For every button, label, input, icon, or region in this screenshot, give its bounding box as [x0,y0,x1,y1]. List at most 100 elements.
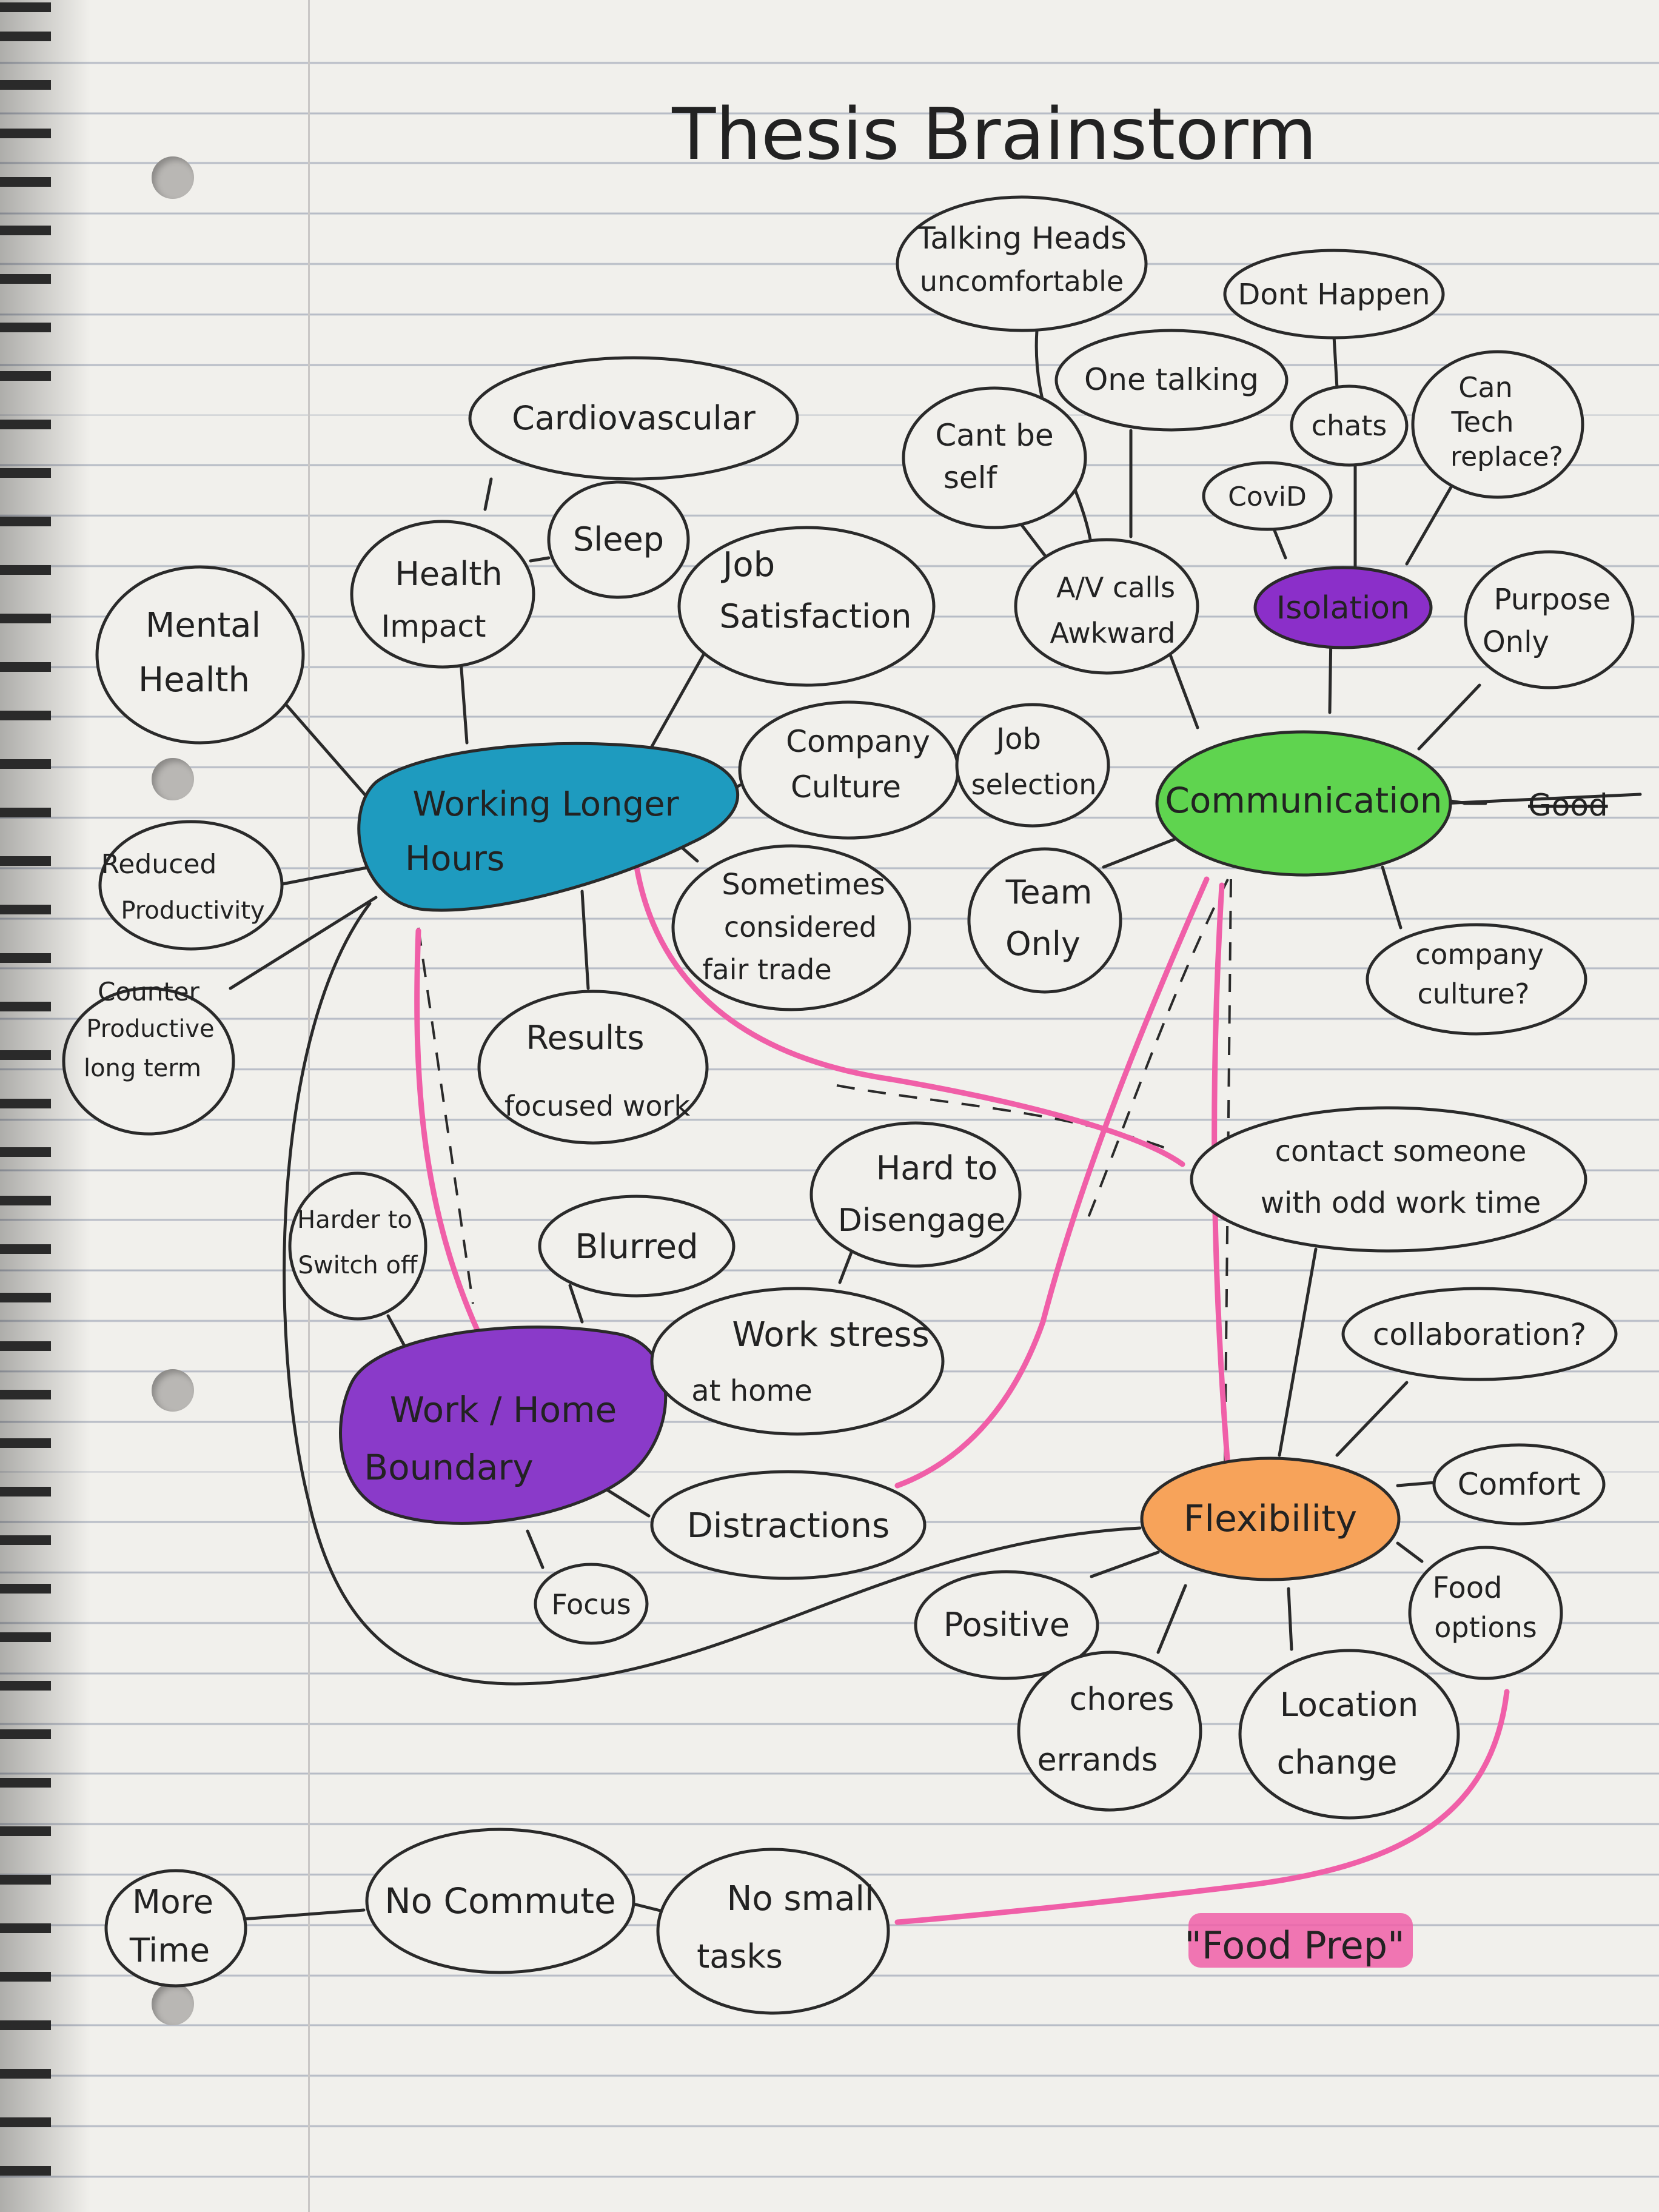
node-label: Work stress [732,1315,929,1355]
node-label: tasks [697,1937,783,1976]
node-cardiovascular: Cardiovascular [470,358,797,479]
node-label: selection [971,768,1097,801]
node-sleep: Sleep [549,482,688,597]
node-label: Reduced [101,849,217,880]
connector [570,1285,582,1322]
node-shape [1466,552,1633,688]
node-label: Mental [146,606,261,645]
node-label: Distractions [687,1506,890,1546]
node-chores-errands: chores errands [1019,1652,1201,1810]
node-label: Hard to [876,1149,998,1187]
connector [285,703,370,800]
node-shape [652,1289,943,1434]
node-hard-to-disengage: Hard to Disengage [811,1123,1020,1266]
node-label: Food [1432,1571,1502,1605]
node-label: focused work [504,1090,691,1122]
node-team-only: Team Only [969,849,1121,992]
node-sometimes-fair-trade: Sometimes considered fair trade [673,846,910,1010]
node-job-selection: Job selection [957,705,1108,826]
node-chats: chats [1292,386,1407,465]
node-label: Culture [791,769,901,805]
node-label: culture? [1417,977,1529,1010]
node-label: errands [1037,1742,1158,1778]
node-label: uncomfortable [920,265,1124,298]
node-label: company [1415,938,1544,971]
node-shape [290,1173,426,1319]
node-label: Productivity [121,897,264,925]
node-label: Job [994,722,1041,756]
node-label: collaboration? [1373,1317,1586,1352]
node-label: chats [1312,409,1387,442]
node-label: No small [726,1879,874,1919]
node-label: Disengage [838,1202,1005,1239]
connector [1273,528,1285,558]
node-label: Dont Happen [1238,278,1430,312]
node-label: Satisfaction [720,597,912,635]
node-label: Team [1005,873,1093,911]
node-label: Can [1458,371,1512,404]
node-distractions: Distractions [652,1472,925,1578]
node-covid: CoviD [1204,463,1331,529]
node-label: Boundary [364,1447,533,1488]
node-label: Productive [86,1015,214,1043]
node-shape [1191,1108,1586,1251]
connector [649,655,703,752]
node-shape [100,822,282,949]
node-shape [897,197,1146,330]
node-shape [1019,1652,1201,1810]
connector [1289,1589,1292,1649]
node-cant-be-self: Cant be self [903,388,1085,528]
connector [1337,1382,1407,1455]
node-shape [97,567,303,743]
node-label: at home [691,1374,813,1408]
node-food-options: Food options [1410,1547,1561,1678]
node-label: Focus [551,1588,631,1621]
node-company-culture-question: company culture? [1367,925,1586,1034]
node-label: Health [138,660,250,700]
node-label: Switch off [298,1252,418,1279]
node-shape [969,849,1121,992]
node-work-home-boundary: Work / Home Boundary [341,1327,666,1524]
connector [1407,485,1452,564]
node-label: Cardiovascular [512,399,756,437]
connector [243,1910,364,1919]
connector [485,479,491,509]
connector [276,867,370,885]
node-label: Working Longer [412,785,679,824]
node-label: fair trade [702,953,831,986]
node-label: Flexibility [1184,1498,1357,1540]
connector [1398,1543,1422,1561]
node-blurred: Blurred [540,1196,734,1296]
node-label: Isolation [1276,590,1410,626]
node-label: Company [786,724,930,759]
diagram-title: Thesis Brainstorm [671,92,1316,176]
connector [1382,867,1401,928]
node-label: Hours [405,839,504,879]
node-label: chores [1070,1681,1175,1718]
node-shape [359,743,738,910]
node-label: long term [84,1054,201,1082]
node-label: Comfort [1458,1467,1581,1502]
node-label: Location [1280,1686,1418,1724]
node-label: Only [1005,925,1081,963]
node-label: Impact [381,609,486,644]
node-label: Purpose [1494,583,1611,617]
node-label: Sometimes [722,868,885,902]
node-label: Cant be [935,418,1053,453]
node-label: Tech [1450,406,1513,438]
node-results-focused-work: Results focused work [479,991,707,1143]
node-label: More [132,1883,213,1921]
node-label: options [1434,1611,1537,1644]
connector [1419,685,1480,749]
connector [531,558,549,561]
node-label: self [943,460,998,495]
node-label: Harder to [297,1206,412,1234]
node-dont-happen: Dont Happen [1225,250,1443,338]
node-label: Time [129,1931,210,1969]
connector [1398,1483,1434,1486]
crossed-out-word: Good [1528,788,1608,823]
node-one-talking: One talking [1056,330,1287,430]
node-reduced-productivity: Reduced Productivity [100,822,282,949]
food-prep-label: "Food Prep" [1184,1913,1413,1968]
